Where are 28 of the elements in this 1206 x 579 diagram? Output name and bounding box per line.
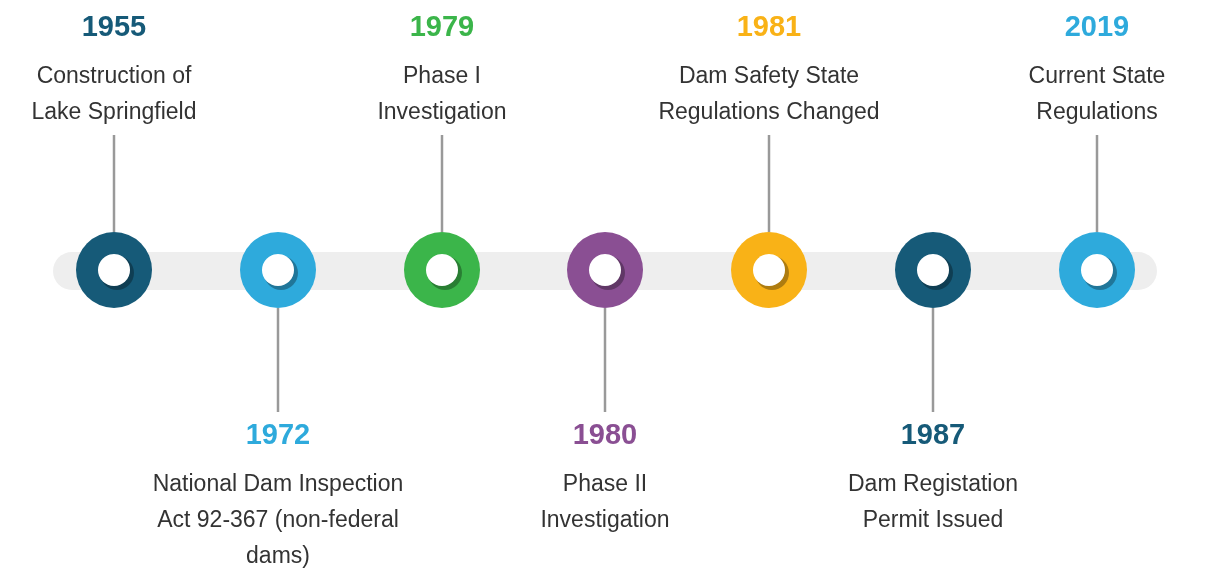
year-label: 1980 (571, 418, 639, 451)
timeline-marker (76, 232, 152, 308)
timeline-marker (404, 232, 480, 308)
timeline-marker (567, 232, 643, 308)
leader-line (603, 308, 607, 412)
event-description: Construction of Lake Springfield (30, 61, 198, 126)
event-description: Dam Registation Permit Issued (847, 469, 1019, 534)
event-description: National Dam Inspection Act 92-367 (non-federal dams) (151, 469, 405, 570)
leader-line (276, 308, 280, 412)
leader-line (767, 135, 771, 232)
year-label: 1987 (899, 418, 967, 451)
leader-line (1095, 135, 1099, 232)
leader-line (440, 135, 444, 232)
leader-line (112, 135, 116, 232)
timeline-marker (895, 232, 971, 308)
year-label: 2019 (1063, 10, 1131, 43)
timeline-marker (240, 232, 316, 308)
event-description: Current State Regulations (1027, 61, 1167, 126)
year-label: 1955 (80, 10, 148, 43)
leader-line (931, 308, 935, 412)
event-description: Dam Safety State Regulations Changed (657, 61, 881, 126)
event-description: Phase II Investigation (539, 469, 671, 534)
year-label: 1979 (408, 10, 476, 43)
timeline-marker (1059, 232, 1135, 308)
event-description: Phase I Investigation (376, 61, 508, 126)
timeline-marker (731, 232, 807, 308)
year-label: 1972 (244, 418, 312, 451)
year-label: 1981 (735, 10, 803, 43)
